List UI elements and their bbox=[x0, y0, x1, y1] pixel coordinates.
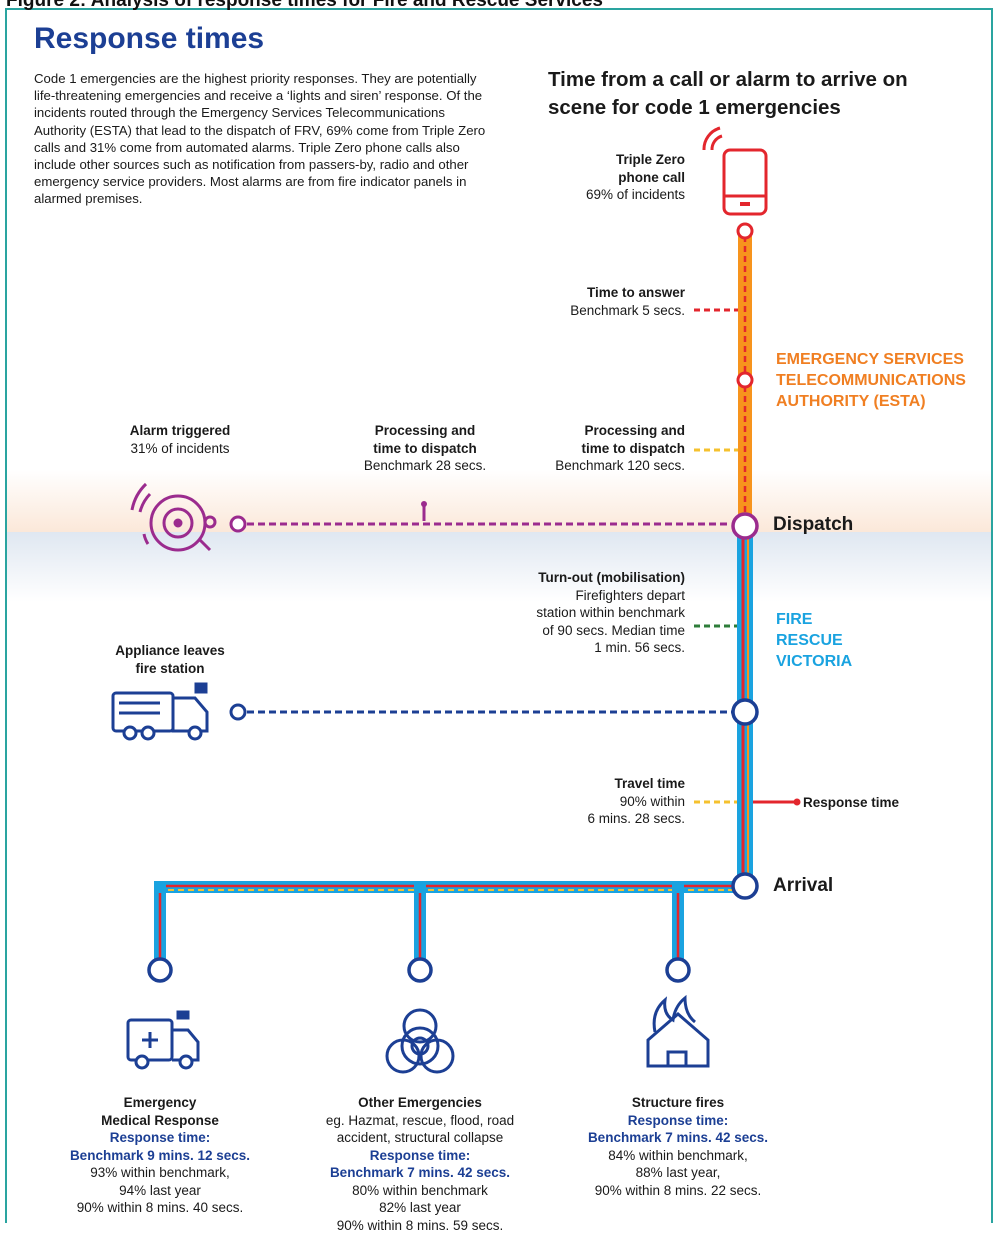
other-line-1: 80% within benchmark bbox=[300, 1182, 540, 1200]
travel-label: Travel time 90% within 6 mins. 28 secs. bbox=[500, 775, 685, 828]
turnout-label: Turn-out (mobilisation) Firefighters dep… bbox=[470, 569, 685, 657]
turnout-line-4: 1 min. 56 secs. bbox=[470, 639, 685, 657]
turnout-line-3: of 90 secs. Median time bbox=[470, 622, 685, 640]
call-processing-benchmark: Benchmark 120 secs. bbox=[500, 457, 685, 475]
fire-benchmark: Benchmark 7 mins. 42 secs. bbox=[560, 1129, 796, 1147]
truck-node bbox=[231, 705, 245, 719]
other-benchmark: Benchmark 7 mins. 42 secs. bbox=[300, 1164, 540, 1182]
medical-benchmark: Benchmark 9 mins. 12 secs. bbox=[45, 1147, 275, 1165]
dispatch-node bbox=[733, 514, 757, 538]
appliance-node bbox=[733, 700, 757, 724]
turnout-line-2: station within benchmark bbox=[470, 604, 685, 622]
medical-response-label: Response time: bbox=[45, 1129, 275, 1147]
fire-node bbox=[667, 959, 689, 981]
category-medical: Emergency Medical Response Response time… bbox=[45, 1094, 275, 1217]
call-processing-line-2: time to dispatch bbox=[500, 440, 685, 458]
other-node bbox=[409, 959, 431, 981]
call-processing-line-1: Processing and bbox=[500, 422, 685, 440]
alarm-label: Alarm triggered 31% of incidents bbox=[100, 422, 260, 457]
time-to-answer-label: Time to answer Benchmark 5 secs. bbox=[480, 284, 685, 319]
medical-node bbox=[149, 959, 171, 981]
dispatch-label: Dispatch bbox=[773, 514, 853, 536]
triple-zero-title-2: phone call bbox=[500, 169, 685, 187]
medical-line-1: 93% within benchmark, bbox=[45, 1164, 275, 1182]
esta-line-3: AUTHORITY (ESTA) bbox=[776, 391, 986, 412]
phone-node bbox=[738, 224, 752, 238]
frv-label: FIRE RESCUE VICTORIA bbox=[776, 609, 896, 672]
frv-line-2: RESCUE bbox=[776, 630, 896, 651]
triple-zero-label: Triple Zero phone call 69% of incidents bbox=[500, 151, 685, 204]
alarm-processing-line-2: time to dispatch bbox=[340, 440, 510, 458]
triple-zero-share: 69% of incidents bbox=[500, 186, 685, 204]
arrival-label: Arrival bbox=[773, 875, 833, 897]
fire-line-1: 84% within benchmark, bbox=[560, 1147, 796, 1165]
frv-line-1: FIRE bbox=[776, 609, 896, 630]
turnout-title: Turn-out (mobilisation) bbox=[470, 569, 685, 587]
fire-name-1: Structure fires bbox=[560, 1094, 796, 1112]
appliance-line-1: Appliance leaves bbox=[90, 642, 250, 660]
biohazard-icon bbox=[387, 1010, 453, 1072]
time-to-answer-title: Time to answer bbox=[480, 284, 685, 302]
alarm-processing-label: Processing and time to dispatch Benchmar… bbox=[340, 422, 510, 475]
turnout-line-1: Firefighters depart bbox=[470, 587, 685, 605]
other-name-1: Other Emergencies bbox=[300, 1094, 540, 1112]
alarm-share: 31% of incidents bbox=[100, 440, 260, 458]
travel-line-1: 90% within bbox=[500, 793, 685, 811]
esta-node bbox=[738, 373, 752, 387]
alarm-processing-line-1: Processing and bbox=[340, 422, 510, 440]
esta-line-2: TELECOMMUNICATIONS bbox=[776, 370, 986, 391]
ambulance-icon bbox=[128, 1012, 198, 1068]
other-response-label: Response time: bbox=[300, 1147, 540, 1165]
travel-line-2: 6 mins. 28 secs. bbox=[500, 810, 685, 828]
medical-name-2: Medical Response bbox=[45, 1112, 275, 1130]
phone-icon bbox=[704, 128, 766, 214]
fire-truck-icon bbox=[113, 684, 207, 739]
alarm-node bbox=[231, 517, 245, 531]
travel-title: Travel time bbox=[500, 775, 685, 793]
other-desc-2: accident, structural collapse bbox=[300, 1129, 540, 1147]
esta-label: EMERGENCY SERVICES TELECOMMUNICATIONS AU… bbox=[776, 349, 986, 412]
alarm-bell-icon bbox=[132, 484, 215, 550]
time-to-answer-benchmark: Benchmark 5 secs. bbox=[480, 302, 685, 320]
medical-line-3: 90% within 8 mins. 40 secs. bbox=[45, 1199, 275, 1217]
triple-zero-title-1: Triple Zero bbox=[500, 151, 685, 169]
call-processing-label: Processing and time to dispatch Benchmar… bbox=[500, 422, 685, 475]
appliance-line-2: fire station bbox=[90, 660, 250, 678]
arrival-node bbox=[733, 874, 757, 898]
alarm-title: Alarm triggered bbox=[100, 422, 260, 440]
fire-line-3: 90% within 8 mins. 22 secs. bbox=[560, 1182, 796, 1200]
category-other: Other Emergencies eg. Hazmat, rescue, fl… bbox=[300, 1094, 540, 1234]
category-structure-fires: Structure fires Response time: Benchmark… bbox=[560, 1094, 796, 1199]
fire-response-label: Response time: bbox=[560, 1112, 796, 1130]
medical-name-1: Emergency bbox=[45, 1094, 275, 1112]
esta-line-1: EMERGENCY SERVICES bbox=[776, 349, 986, 370]
appliance-label: Appliance leaves fire station bbox=[90, 642, 250, 677]
other-line-3: 90% within 8 mins. 59 secs. bbox=[300, 1217, 540, 1234]
medical-line-2: 94% last year bbox=[45, 1182, 275, 1200]
other-line-2: 82% last year bbox=[300, 1199, 540, 1217]
frv-line-3: VICTORIA bbox=[776, 651, 896, 672]
response-time-label: Response time bbox=[803, 794, 899, 812]
other-desc-1: eg. Hazmat, rescue, flood, road bbox=[300, 1112, 540, 1130]
fire-line-2: 88% last year, bbox=[560, 1164, 796, 1182]
alarm-processing-benchmark: Benchmark 28 secs. bbox=[340, 457, 510, 475]
house-fire-icon bbox=[648, 998, 708, 1066]
